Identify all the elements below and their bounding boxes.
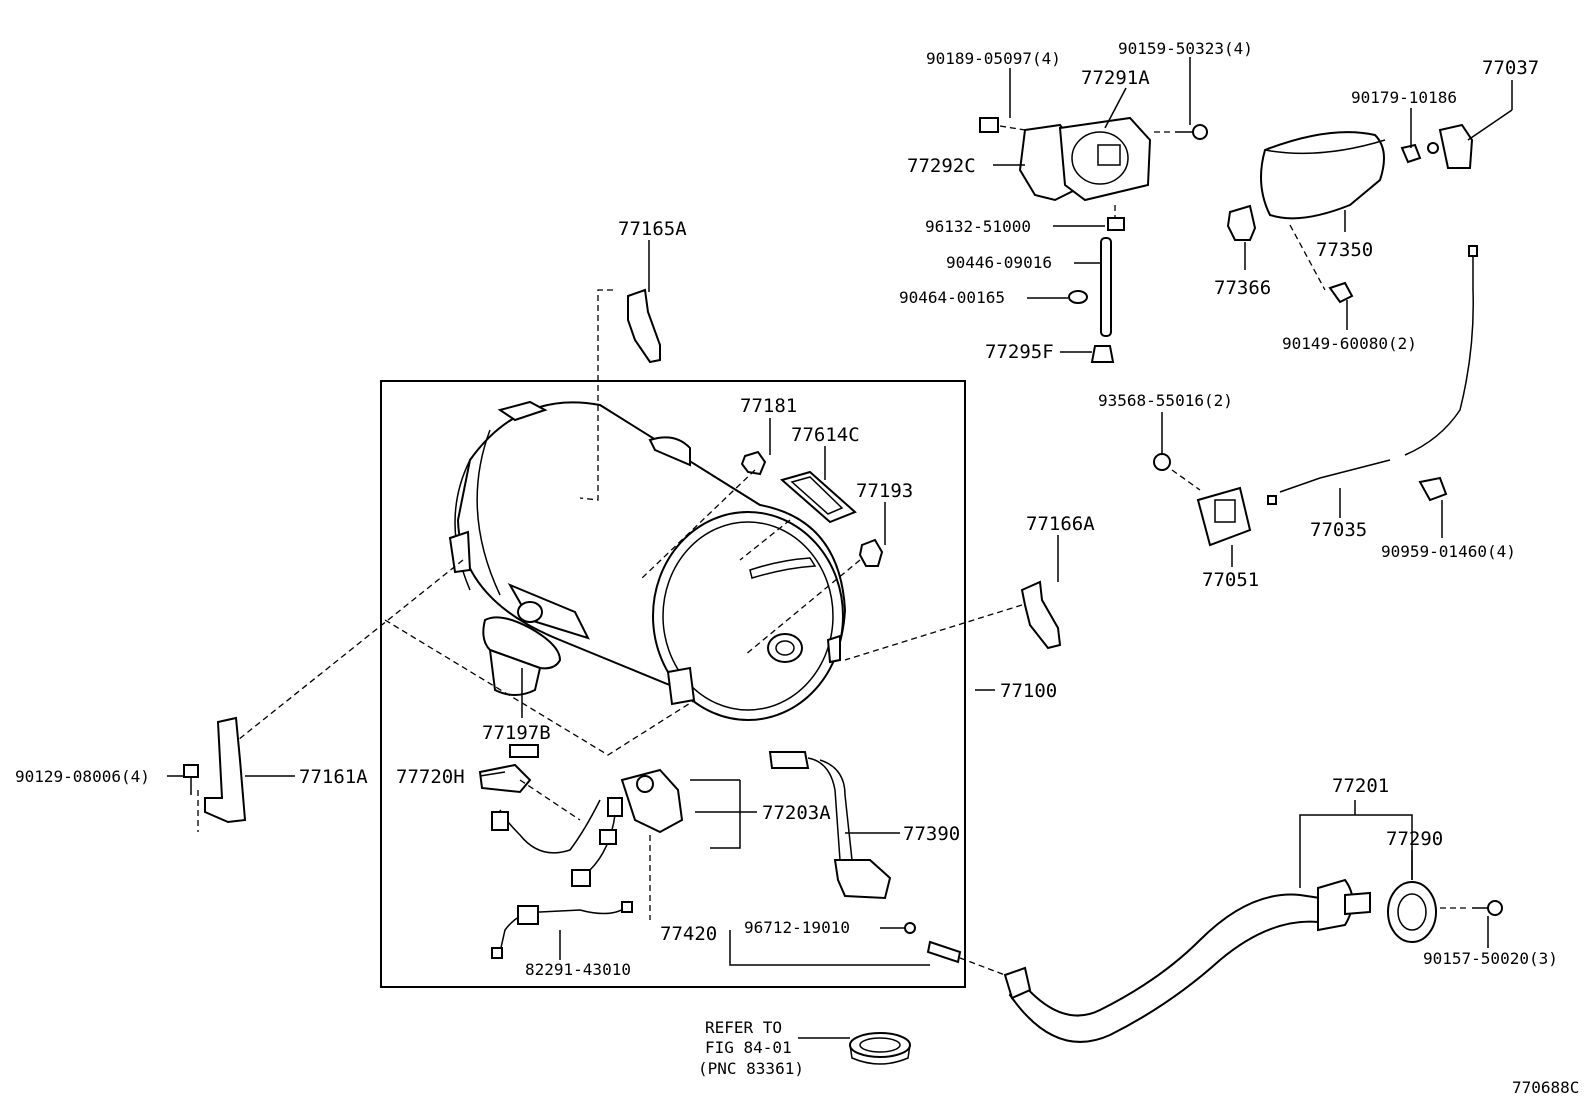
filler-pipe-77201 [1003, 878, 1371, 1043]
label-96712-19010: 96712-19010 [744, 918, 850, 937]
refer-line-2: FIG 84-01 [705, 1038, 792, 1057]
label-77390: 77390 [903, 823, 960, 845]
label-90179-10186: 90179-10186 [1351, 88, 1457, 107]
lock-77051 [1196, 486, 1252, 547]
bolt-90129-08006 [183, 764, 199, 795]
clamp-90959-01460 [1418, 476, 1448, 502]
clip-77193 [858, 538, 884, 567]
ring-96712-19010 [904, 922, 916, 934]
label-77291a: 77291A [1081, 67, 1150, 89]
valve-77720h [478, 744, 539, 794]
label-77161a: 77161A [299, 766, 368, 788]
label-77100: 77100 [1000, 680, 1057, 702]
refer-line-1: REFER TO [705, 1018, 782, 1037]
label-90464-00165: 90464-00165 [899, 288, 1005, 307]
label-77193: 77193 [856, 480, 913, 502]
label-77614c: 77614C [791, 424, 860, 446]
fuel-lid-77350 [1260, 131, 1386, 220]
fuel-tank-drawing [448, 400, 847, 721]
label-77035: 77035 [1310, 519, 1367, 541]
fitting-77295f [1090, 345, 1115, 363]
label-77197b: 77197B [482, 722, 551, 744]
hinge-77037 [1427, 123, 1474, 169]
refer-line-3: (PNC 83361) [698, 1059, 804, 1078]
figure-id: 770688C [1512, 1078, 1579, 1097]
label-77203a: 77203A [762, 802, 831, 824]
label-77292c: 77292C [907, 155, 976, 177]
hose-90446-09016 [1100, 237, 1112, 337]
valve-assembly-77203a [491, 768, 684, 887]
label-96132-51000: 96132-51000 [925, 217, 1031, 236]
label-77350: 77350 [1316, 239, 1373, 261]
cable-77035 [1267, 245, 1478, 505]
label-90159-50323: 90159-50323(4) [1118, 39, 1253, 58]
clip-90189-05097 [979, 117, 999, 133]
screw-90157-50020 [1472, 900, 1503, 916]
screw-90149-60080 [1328, 281, 1354, 304]
clamp-90464-00165 [1068, 290, 1088, 304]
pad-77197b [482, 616, 562, 696]
label-77165a: 77165A [618, 218, 687, 240]
leader-lines [167, 57, 1513, 1039]
tank-assembly-box [380, 380, 966, 988]
gasket-77614c [779, 470, 857, 524]
label-90189-05097: 90189-05097(4) [926, 49, 1061, 68]
gasket-77290 [1387, 881, 1437, 943]
label-90446-09016: 90446-09016 [946, 253, 1052, 272]
part-labels: 90189-05097(4) 90159-50323(4) 77291A 772… [15, 39, 1579, 1097]
label-90157-50020: 90157-50020(3) [1423, 949, 1558, 968]
fitting-77420 [926, 940, 962, 964]
label-77166a: 77166A [1026, 513, 1095, 535]
harness-82291-43010 [491, 901, 633, 959]
label-77720h: 77720H [396, 766, 465, 788]
label-77290: 77290 [1386, 828, 1443, 850]
label-77420: 77420 [660, 923, 717, 945]
label-90959-01460: 90959-01460(4) [1381, 542, 1516, 561]
label-77051: 77051 [1202, 569, 1259, 591]
screw-90159-50323 [1175, 124, 1208, 140]
screw-93568-55016 [1153, 453, 1171, 471]
grommet-pnc-83361 [849, 1032, 911, 1065]
bracket-77161a [204, 716, 247, 824]
clip-77181 [740, 450, 767, 476]
label-93568-55016: 93568-55016(2) [1098, 391, 1233, 410]
label-77201: 77201 [1332, 775, 1389, 797]
label-77037: 77037 [1482, 57, 1539, 79]
sender-77390 [768, 751, 892, 900]
label-90149-60080: 90149-60080(2) [1282, 334, 1417, 353]
bracket-77165a [627, 288, 661, 364]
label-77366: 77366 [1214, 277, 1271, 299]
bracket-77166a [1020, 580, 1062, 650]
dashed-connectors [197, 125, 1470, 976]
label-77295f: 77295F [985, 341, 1054, 363]
label-77181: 77181 [740, 395, 797, 417]
label-90129-08006: 90129-08006(4) [15, 767, 150, 786]
filler-housing-77291a [1058, 116, 1152, 202]
clip-96132-51000 [1107, 217, 1125, 231]
label-82291-43010: 82291-43010 [525, 960, 631, 979]
opener-77366 [1226, 204, 1257, 241]
